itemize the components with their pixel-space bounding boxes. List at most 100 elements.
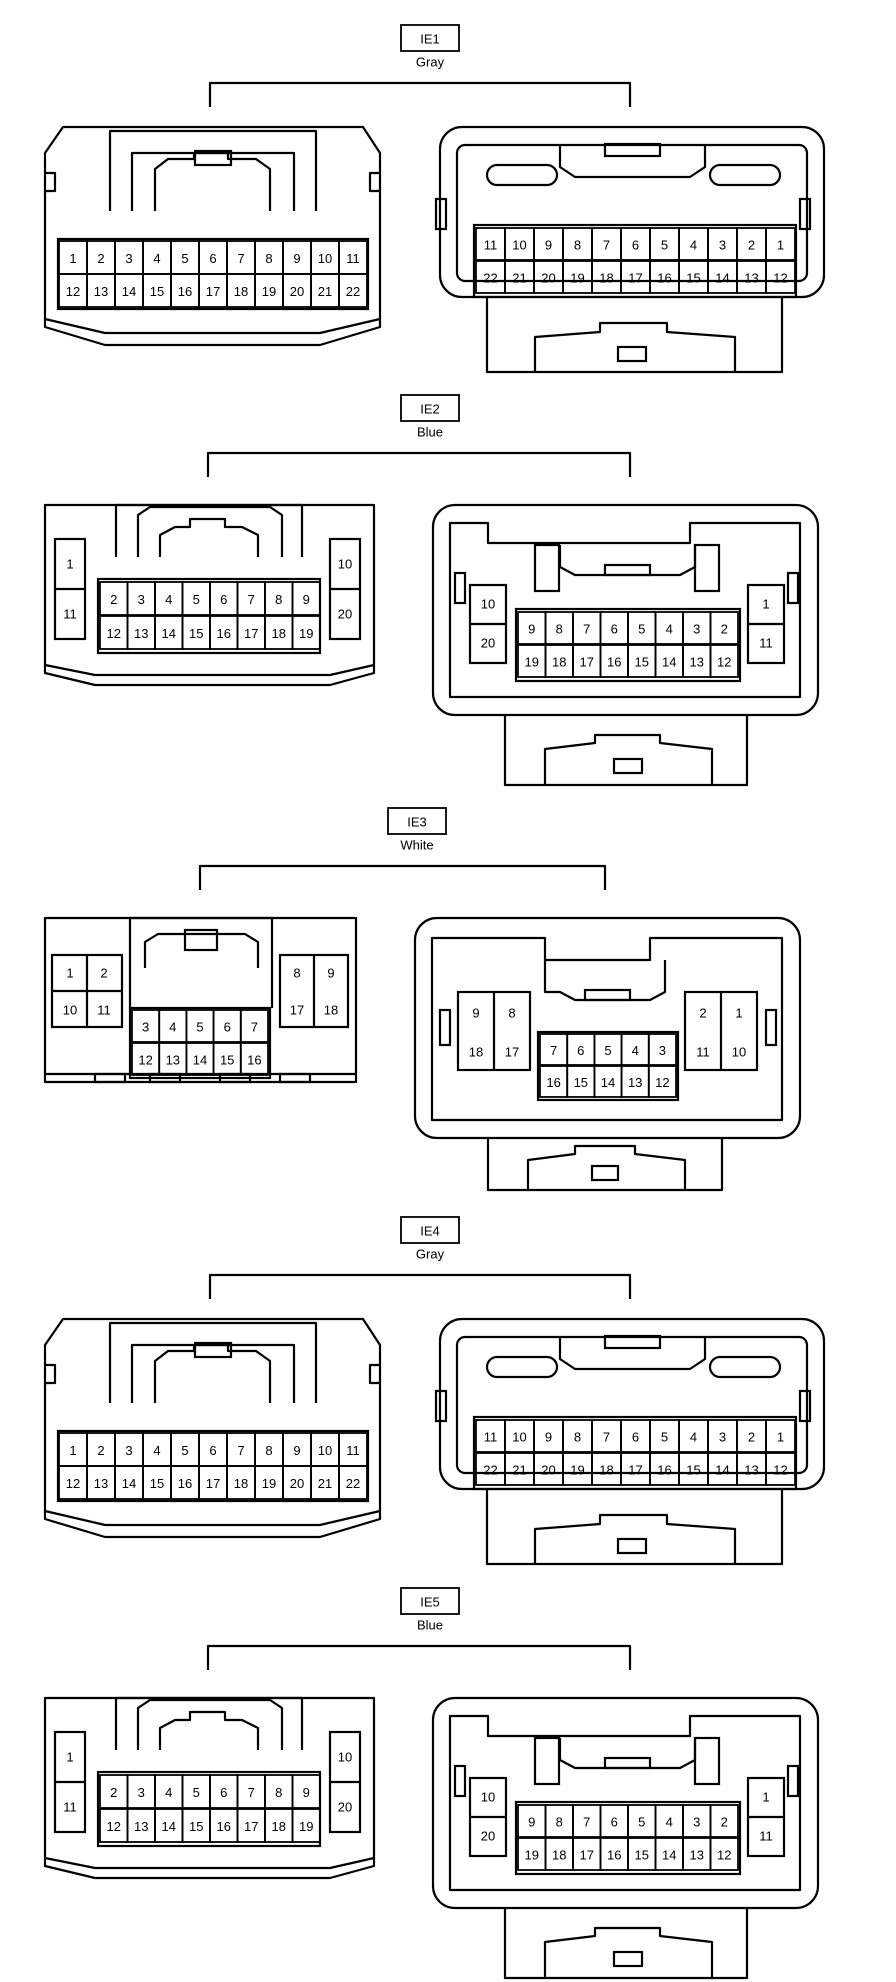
pin-number: 6 xyxy=(220,1785,227,1800)
keyway xyxy=(558,1738,697,1770)
pin-number: 11 xyxy=(97,1003,111,1018)
pin-number: 16 xyxy=(657,271,671,286)
pin-number: 11 xyxy=(696,1045,710,1060)
guide-slot-left xyxy=(485,1355,559,1379)
housing-outer xyxy=(413,916,802,1140)
pin-number: 7 xyxy=(237,1443,244,1458)
latch-inner xyxy=(136,505,284,557)
keyway xyxy=(558,1337,707,1371)
pin-number: 17 xyxy=(505,1045,519,1060)
pin-number: 3 xyxy=(142,1020,149,1035)
pin-number: 9 xyxy=(303,592,310,607)
pin-number: 6 xyxy=(577,1043,584,1058)
latch-inner xyxy=(143,932,260,968)
pin-number: 15 xyxy=(220,1053,234,1068)
lock-tab xyxy=(158,1710,260,1750)
lock-release-knob xyxy=(612,1950,644,1968)
pin-number: 16 xyxy=(657,1463,671,1478)
pin-number: 17 xyxy=(244,1819,258,1834)
pin-number: 8 xyxy=(556,622,563,637)
pin-number: 15 xyxy=(686,271,700,286)
lock-skirt xyxy=(485,1489,784,1566)
pin-number: 16 xyxy=(178,1476,192,1491)
pin-number: 2 xyxy=(97,251,104,266)
lock-skirt xyxy=(503,1908,749,1980)
pin-number: 19 xyxy=(570,1463,584,1478)
pin-number: 10 xyxy=(318,1443,332,1458)
pin-number: 14 xyxy=(601,1075,615,1090)
pin-number: 3 xyxy=(693,622,700,637)
pin-number: 8 xyxy=(275,1785,282,1800)
pin-number: 12 xyxy=(107,1819,121,1834)
guide-slot-right xyxy=(708,1355,782,1379)
housing-bottom-rail xyxy=(44,1509,381,1527)
connector-code-box xyxy=(400,24,460,52)
pin-number: 9 xyxy=(545,1430,552,1445)
pin-number: 6 xyxy=(611,1815,618,1830)
pin-number: 18 xyxy=(272,626,286,641)
pin-number: 15 xyxy=(574,1075,588,1090)
pin-number: 6 xyxy=(220,592,227,607)
pin-number: 17 xyxy=(628,1463,642,1478)
keyway-slot xyxy=(603,142,662,158)
pin-number: 10 xyxy=(318,251,332,266)
latch-outer xyxy=(128,916,274,1008)
lock-release-knob xyxy=(616,345,648,363)
housing-left-notch xyxy=(43,1363,57,1385)
side-rib-left xyxy=(434,1389,448,1423)
pin-cell xyxy=(239,1009,269,1043)
pin-number: 1 xyxy=(777,238,784,253)
pin-cell xyxy=(338,1465,368,1500)
connector-code: IE1 xyxy=(420,32,440,47)
pin-number: 9 xyxy=(472,1006,479,1021)
connector-code-box xyxy=(400,1587,460,1615)
pin-number: 15 xyxy=(686,1463,700,1478)
pin-number: 11 xyxy=(63,1800,77,1815)
guide-rib-left xyxy=(533,543,561,593)
keyway-slot xyxy=(583,988,632,1002)
pin-number: 12 xyxy=(773,271,787,286)
pin-number: 8 xyxy=(508,1006,515,1021)
side-rib-right xyxy=(798,1389,812,1423)
pin-number: 19 xyxy=(299,626,313,641)
pin-number: 8 xyxy=(574,238,581,253)
housing-bottom-rail xyxy=(44,1856,375,1870)
pin-cell xyxy=(709,1837,739,1871)
guide-slot-left xyxy=(485,163,559,187)
lock-tab-key xyxy=(193,149,233,167)
housing-top-outline xyxy=(43,1317,382,1365)
pin-number: 9 xyxy=(528,1815,535,1830)
pin-number: 18 xyxy=(552,655,566,670)
pin-number: 6 xyxy=(209,251,216,266)
pin-number: 5 xyxy=(193,1785,200,1800)
guide-slot-right xyxy=(708,163,782,187)
pin-number: 1 xyxy=(735,1006,742,1021)
pin-number: 9 xyxy=(293,1443,300,1458)
pin-number: 20 xyxy=(290,284,304,299)
pin-cell xyxy=(765,260,796,294)
pin-number: 16 xyxy=(546,1075,560,1090)
pin-number: 2 xyxy=(110,592,117,607)
latch-outer xyxy=(114,1696,304,1750)
pin-number: 14 xyxy=(122,1476,136,1491)
pin-cell xyxy=(239,1042,269,1076)
pin-number: 5 xyxy=(604,1043,611,1058)
lock-release xyxy=(543,1926,714,1978)
pin-number: 19 xyxy=(262,284,276,299)
pin-number: 3 xyxy=(693,1815,700,1830)
keyway-slot xyxy=(603,1756,652,1770)
housing-outline xyxy=(43,503,376,687)
pin-number: 1 xyxy=(69,251,76,266)
pin-number: 11 xyxy=(484,238,498,253)
housing-body-outline xyxy=(43,1383,382,1539)
guide-rib-right xyxy=(693,543,721,593)
side-rib-left xyxy=(438,1008,452,1047)
side-rib-right xyxy=(764,1008,778,1047)
pin-number: 15 xyxy=(150,1476,164,1491)
